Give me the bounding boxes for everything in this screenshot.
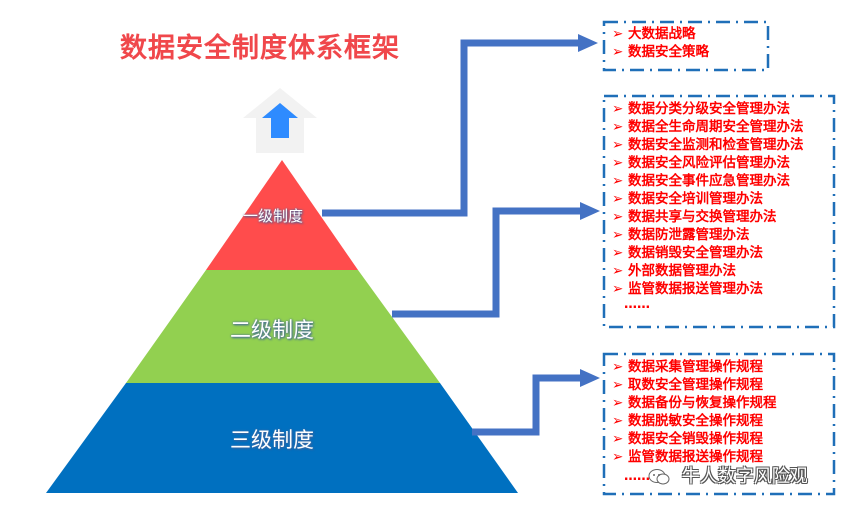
up-arrow-icon [243,88,317,153]
list-item: ➢数据防泄露管理办法 [612,226,804,244]
list-item-text: 数据安全风险评估管理办法 [628,155,790,171]
diagram-title: 数据安全制度体系框架 [120,33,400,64]
bullet-arrow-icon: ➢ [612,209,624,225]
wechat-icon [648,468,670,486]
bullet-arrow-icon: ➢ [612,119,624,135]
list-item: ➢数据共享与交换管理办法 [612,208,804,226]
watermark: 牛人数字风险观 [648,462,808,488]
connector-tier1 [322,34,598,217]
operating-procedures-box: ➢数据采集管理操作规程➢取数安全管理操作规程➢数据备份与恢复操作规程➢数据脱敏安… [612,358,777,484]
list-item: ➢数据安全策略 [612,43,709,61]
list-item: ➢数据销毁安全管理办法 [612,244,804,262]
list-item-text: 数据采集管理操作规程 [628,359,763,375]
bullet-arrow-icon: ➢ [612,281,624,297]
ellipsis: …… [624,469,650,484]
list-item: ➢外部数据管理办法 [612,262,804,280]
list-item-text: 数据全生命周期安全管理办法 [628,119,804,135]
list-item-text: 数据分类分级安全管理办法 [628,101,790,117]
list-item-text: 监管数据报送操作规程 [628,449,763,465]
list-item: ➢大数据战略 [612,25,709,43]
list-item: ➢监管数据报送管理办法 [612,280,804,298]
list-item-text: 数据安全事件应急管理办法 [628,173,790,189]
pyramid-tier-1 [206,160,358,270]
bullet-arrow-icon: ➢ [612,26,624,42]
bullet-arrow-icon: ➢ [612,191,624,207]
list-item-text: 数据防泄露管理办法 [628,227,750,243]
list-item: ➢数据安全培训管理办法 [612,190,804,208]
bullet-arrow-icon: ➢ [612,377,624,393]
bullet-arrow-icon: ➢ [612,395,624,411]
operating-procedures-list: ➢数据采集管理操作规程➢取数安全管理操作规程➢数据备份与恢复操作规程➢数据脱敏安… [612,358,777,466]
connector-tier2 [392,202,600,318]
connector-tier3 [472,369,600,436]
bullet-arrow-icon: ➢ [612,155,624,171]
box-border-3 [602,352,836,496]
list-item: ➢数据采集管理操作规程 [612,358,777,376]
ellipsis: …… [624,297,650,312]
list-item: ➢数据安全事件应急管理办法 [612,172,804,190]
strategy-list: ➢大数据战略➢数据安全策略 [612,25,709,61]
watermark-text: 牛人数字风险观 [681,466,808,487]
bullet-arrow-icon: ➢ [612,359,624,375]
list-item: ➢数据备份与恢复操作规程 [612,394,777,412]
list-item-text: 数据共享与交换管理办法 [628,209,777,225]
bullet-arrow-icon: ➢ [612,44,624,60]
pyramid-tier-2 [126,270,440,383]
list-item: ➢数据安全监测和检查管理办法 [612,136,804,154]
bullet-arrow-icon: ➢ [612,101,624,117]
pyramid-tier-3 [46,383,518,493]
management-measures-box: ➢数据分类分级安全管理办法➢数据全生命周期安全管理办法➢数据安全监测和检查管理办… [612,100,804,312]
list-item: ➢监管数据报送操作规程 [612,448,777,466]
list-item-text: 数据安全监测和检查管理办法 [628,137,804,153]
bullet-arrow-icon: ➢ [612,413,624,429]
list-item: ➢数据分类分级安全管理办法 [612,100,804,118]
list-item-text: 取数安全管理操作规程 [628,377,763,393]
list-item: ➢数据安全风险评估管理办法 [612,154,804,172]
bullet-arrow-icon: ➢ [612,263,624,279]
bullet-arrow-icon: ➢ [612,173,624,189]
list-item: ➢数据脱敏安全操作规程 [612,412,777,430]
list-item-text: 监管数据报送管理办法 [628,281,763,297]
list-item-text: 数据安全培训管理办法 [628,191,763,207]
list-item-text: 大数据战略 [628,26,696,42]
tier-3-label: 三级制度 [230,428,314,452]
list-item: ➢取数安全管理操作规程 [612,376,777,394]
list-item-text: 数据安全销毁操作规程 [628,431,763,447]
list-item-text: 数据销毁安全管理办法 [628,245,763,261]
box-border-2 [602,94,836,329]
list-item: ➢数据安全销毁操作规程 [612,430,777,448]
bullet-arrow-icon: ➢ [612,137,624,153]
list-item-text: 数据备份与恢复操作规程 [628,395,777,411]
bullet-arrow-icon: ➢ [612,245,624,261]
bullet-arrow-icon: ➢ [612,227,624,243]
list-item-text: 数据安全策略 [628,44,709,60]
management-measures-list: ➢数据分类分级安全管理办法➢数据全生命周期安全管理办法➢数据安全监测和检查管理办… [612,100,804,298]
box-border-1 [602,20,770,72]
list-item-text: 数据脱敏安全操作规程 [628,413,763,429]
bullet-arrow-icon: ➢ [612,449,624,465]
list-item: ➢数据全生命周期安全管理办法 [612,118,804,136]
tier-1-label: 一级制度 [243,207,304,225]
strategy-box: ➢大数据战略➢数据安全策略 [612,25,709,61]
bullet-arrow-icon: ➢ [612,431,624,447]
tier-2-label: 二级制度 [230,318,314,342]
list-item-text: 外部数据管理办法 [628,263,736,279]
